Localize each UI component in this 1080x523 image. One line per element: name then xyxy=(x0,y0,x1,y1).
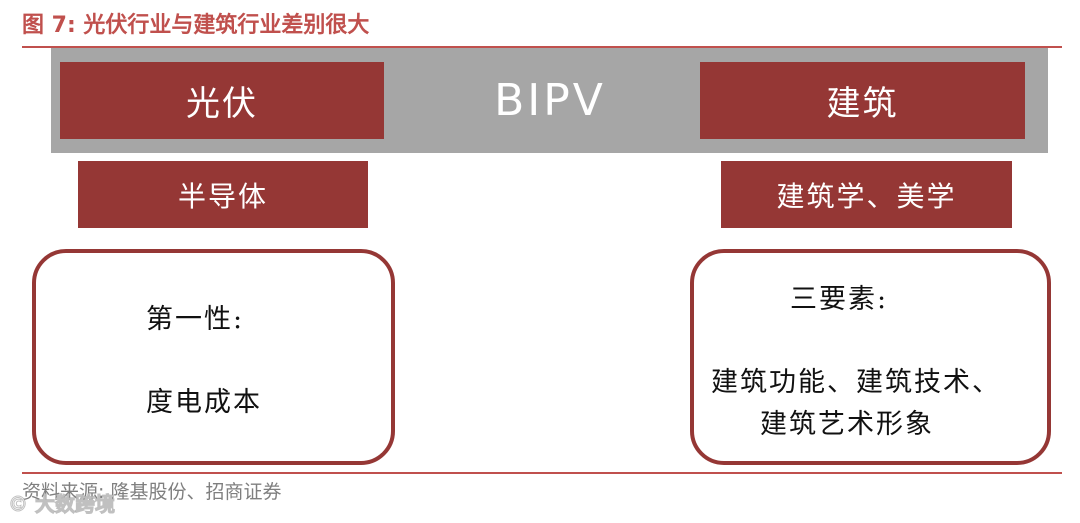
architecture-elements-line2: 建筑艺术形象 xyxy=(760,409,934,440)
photovoltaic-box: 光伏 xyxy=(60,62,384,139)
title-rule xyxy=(22,46,1062,48)
source-note: 资料来源: 隆基股份、招商证券 xyxy=(22,481,282,503)
source-rule xyxy=(22,472,1062,474)
figure-title: 图 7: 光伏行业与建筑行业差别很大 xyxy=(22,13,370,38)
photovoltaic-detail-box xyxy=(32,249,395,465)
bipv-label: BIPV xyxy=(494,75,606,126)
architecture-aesthetics-box: 建筑学、美学 xyxy=(721,161,1012,228)
architecture-detail-box xyxy=(690,249,1051,465)
architecture-box: 建筑 xyxy=(700,62,1025,139)
three-elements-label: 三要素: xyxy=(790,284,889,315)
semiconductor-box: 半导体 xyxy=(78,161,368,228)
first-principle-label: 第一性: xyxy=(146,304,245,335)
architecture-elements-line1: 建筑功能、建筑技术、 xyxy=(711,367,1001,398)
watermark: © 大数跨境 xyxy=(8,492,116,517)
lcoe-label: 度电成本 xyxy=(146,387,262,418)
